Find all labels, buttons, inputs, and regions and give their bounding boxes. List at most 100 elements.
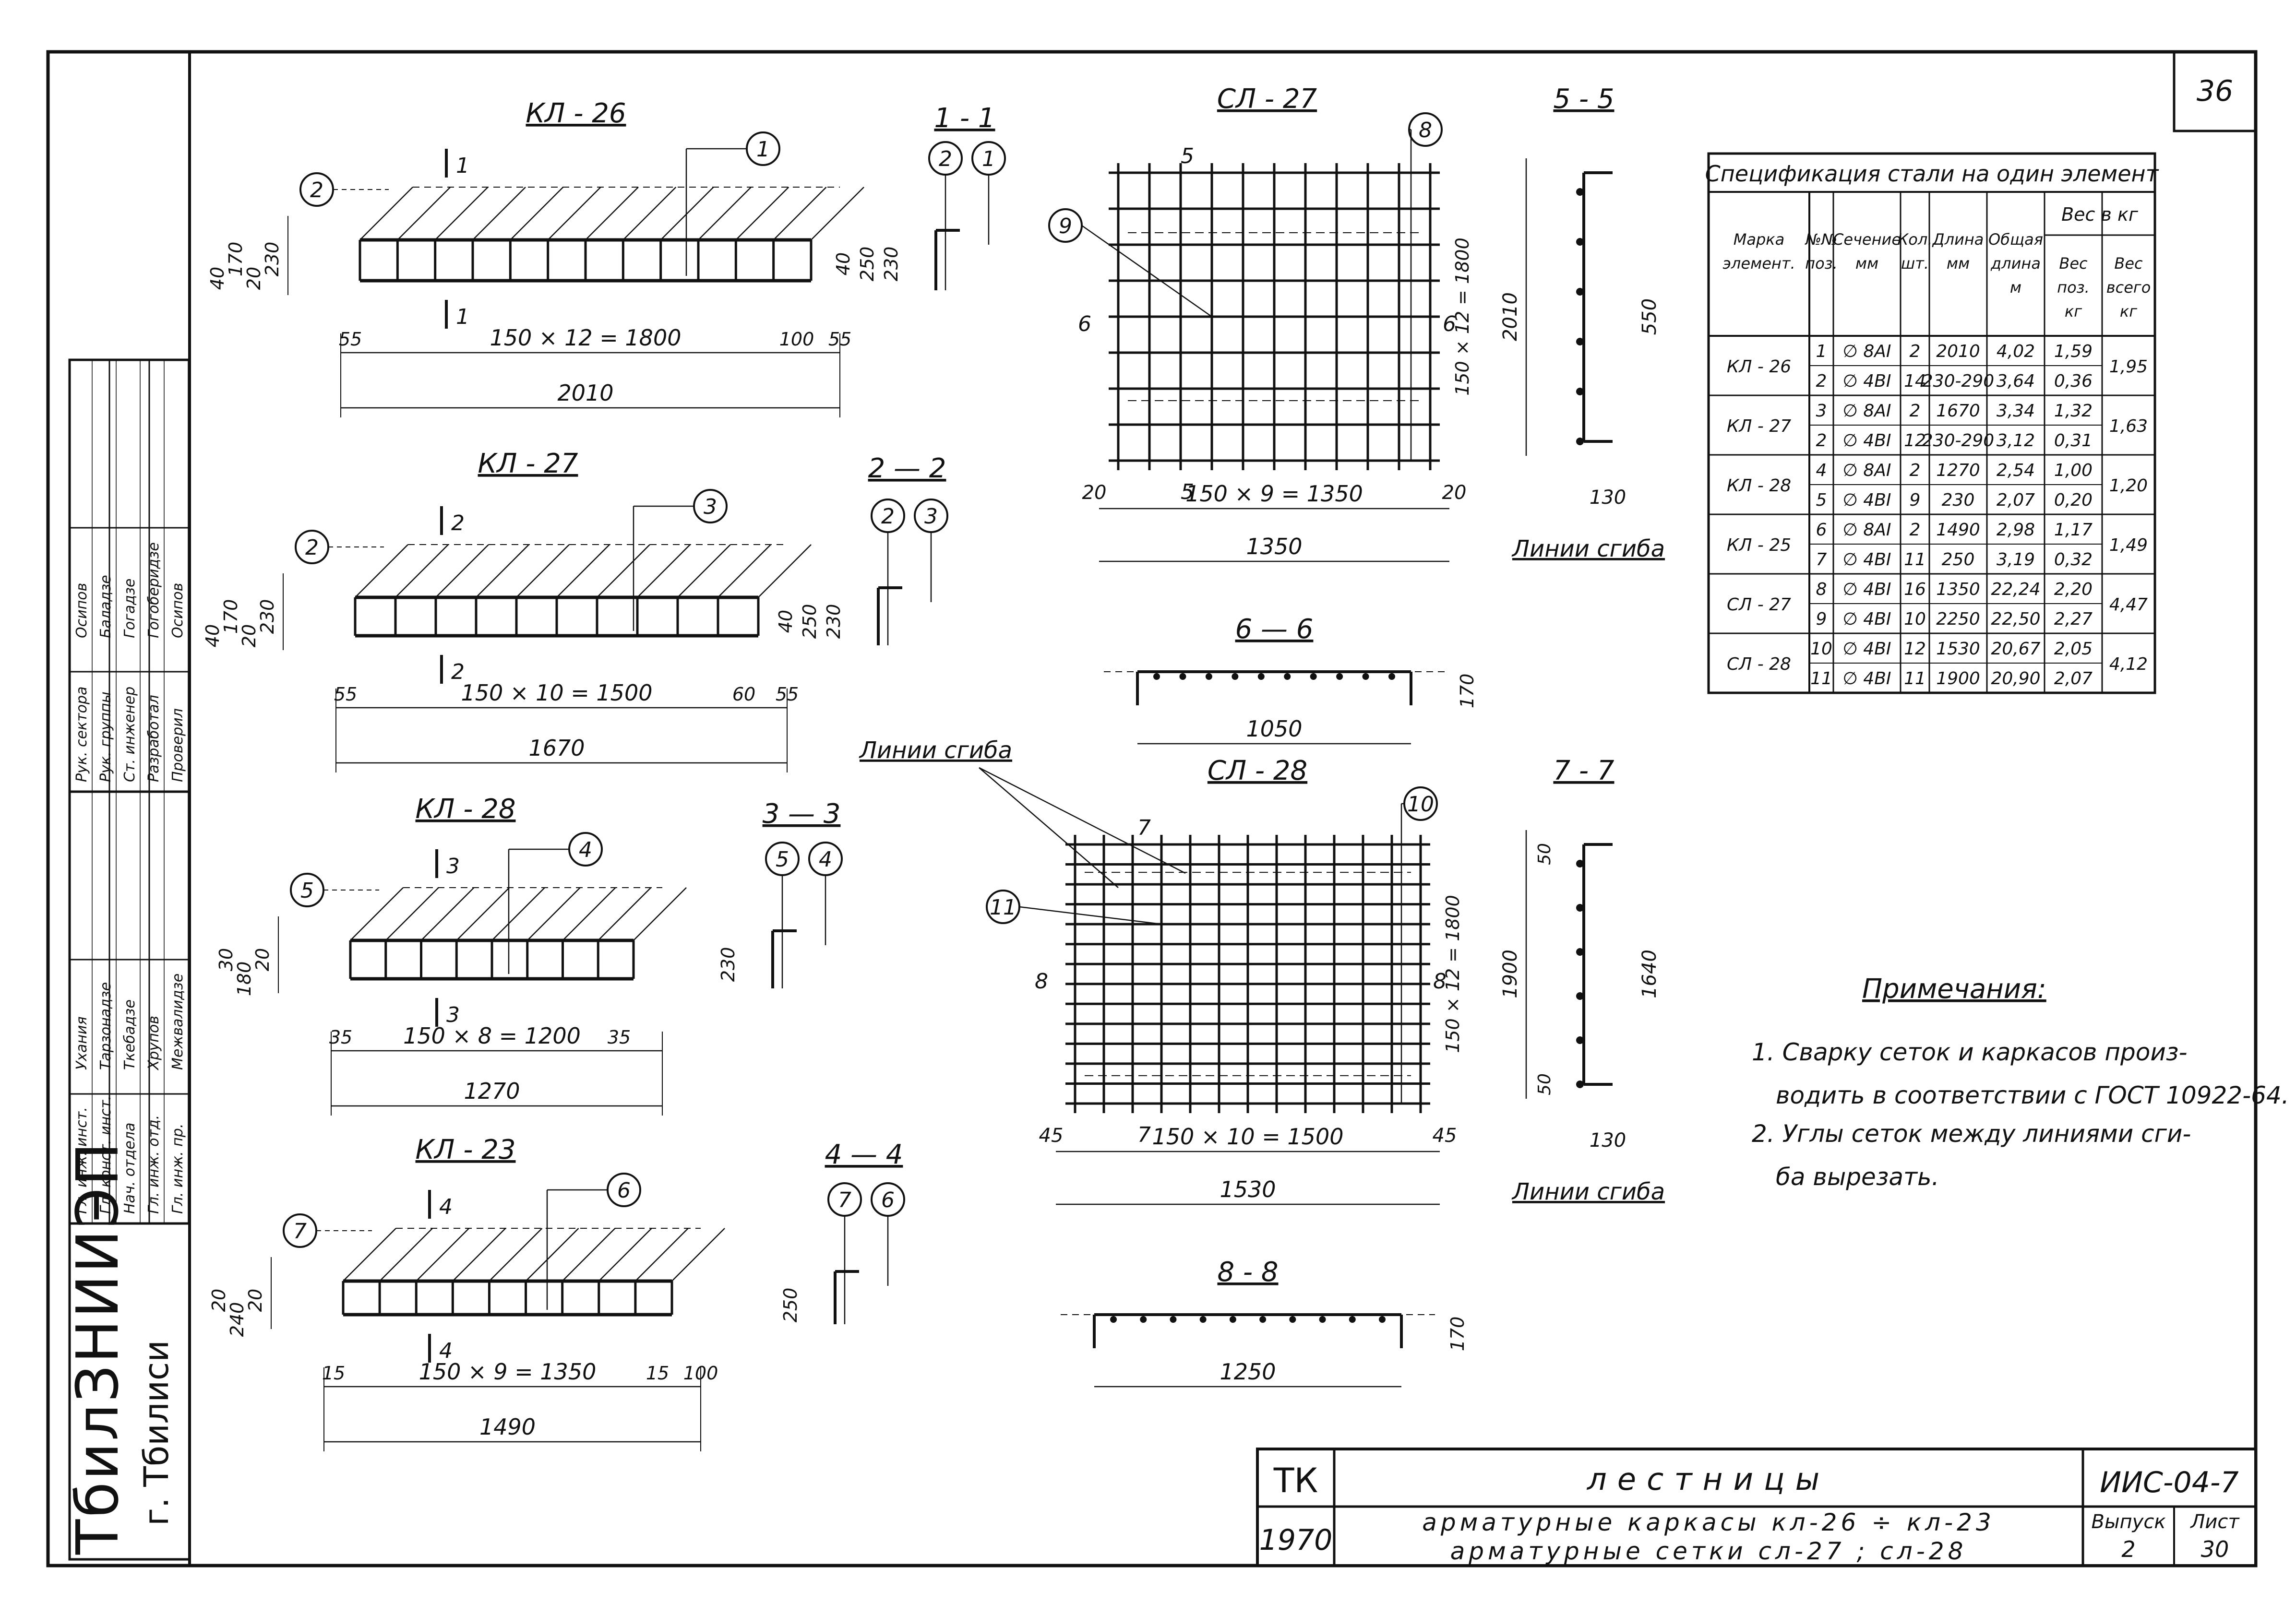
tb-sheet-no: 30 [2201,1536,2229,1562]
spec-cell-qty: 2 [1910,461,1921,480]
spec-header: кг [2120,302,2137,321]
spec-cell-w: 0,20 [2054,490,2093,510]
bar-dot [1576,860,1584,867]
spec-cell-w: 0,32 [2054,550,2093,570]
signature-role: Ст. инженер [121,687,138,782]
bar-dot [1153,673,1160,680]
spec-cell-w: 2,27 [2054,609,2093,629]
frame-dim: 20 [252,948,273,971]
hatch [420,887,475,941]
end-dim: 60 [732,684,755,705]
spec-header-group: Вес в кг [2061,204,2139,225]
spec-cell-qty: 12 [1904,639,1926,659]
spec-header: №№ [1805,230,1838,249]
spec-cell-sect: ∅ 4ВI [1842,609,1891,629]
signature-name: Межвалидзе [169,974,186,1070]
bar-dot [1576,438,1584,445]
spec-cell-element: СЛ - 28 [1727,654,1791,674]
cut-label: 2 [451,511,465,535]
section-dim: 230 [718,947,739,982]
spec-cell-w: 0,31 [2054,431,2093,451]
end-dim: 55 [339,329,362,350]
section-callout-label: 7 [838,1188,851,1212]
spec-cell-sect: ∅ 4ВI [1842,580,1891,599]
hatch [660,187,714,240]
total-dim: 2010 [557,380,613,406]
frame-dim: 20 [208,1289,229,1312]
section-title: 3 — 3 [763,798,841,830]
tb-title: лестницы [1586,1462,1830,1497]
hatch [359,187,413,240]
spec-cell-pos: 9 [1816,609,1827,629]
signature-role: Гл. инж. отд. [145,1115,162,1214]
hatch [677,544,731,598]
spec-cell-pos: 10 [1810,639,1832,659]
hatch [526,887,581,941]
leader [1081,225,1212,318]
spec-header: Общая [1988,230,2043,249]
mesh-callout-label: 9 [1059,214,1072,238]
bend-label: Линии сгиба [1511,535,1665,562]
bar-dot [1576,1036,1584,1044]
bar-dot [1179,673,1186,680]
signature-role: Гл. инж. инст. [73,1107,90,1214]
mesh-spacing-dim: 150 × 10 = 1500 [1152,1124,1344,1150]
signature-name: Ткебадзе [121,999,138,1070]
signature-role: Нач. отдела [121,1123,138,1214]
hatch [637,544,691,598]
hatch [452,1228,506,1282]
spec-header: Вес [2059,254,2088,273]
spec-cell-tot_len: 22,50 [1991,609,2040,629]
section-dim: 250 [780,1288,801,1323]
spec-cell-total: 1,95 [2109,357,2148,377]
bar-dot [1257,673,1265,680]
flat-section-h: 170 [1457,674,1478,709]
spec-header: поз. [1805,254,1838,273]
spec-cell-tot_len: 2,54 [1997,461,2035,480]
hatch [671,1228,725,1282]
bar-callout-label: 3 [704,495,717,519]
section-dim: 250 [799,604,820,639]
section-callout-label: 4 [819,847,832,872]
signature-role: Разработал [145,695,162,782]
signature-role: Рук. группы [97,691,114,782]
bar-dot [1576,238,1584,246]
hatch [350,887,404,941]
spec-cell-qty: 11 [1904,669,1926,689]
hatch [435,544,489,598]
section-title: 4 — 4 [825,1139,903,1170]
spec-cell-len: 1670 [1936,401,1980,421]
spec-header: Кол. [1898,230,1933,249]
section-dim: 230 [881,247,902,282]
spec-header: Длина [1932,230,1984,249]
spec-cell-element: КЛ - 27 [1727,416,1791,436]
frame-title: КЛ - 28 [416,794,516,825]
mesh-section-title: 5 - 5 [1553,83,1614,115]
frame-dim: 170 [220,599,241,634]
bar-dot [1199,1316,1207,1323]
spec-cell-element: КЛ - 25 [1727,535,1791,555]
spec-cell-len: 1900 [1936,669,1980,689]
bar-dot [1576,948,1584,956]
frame-dim: 20 [245,1289,266,1312]
mesh-callout-label: 10 [1407,792,1434,817]
bar-dot [1259,1316,1267,1323]
spec-cell-len: 1350 [1936,580,1980,599]
bar-dot [1576,992,1584,1000]
signature-name: Гогадзе [121,579,138,638]
cut-label: 4 [439,1195,453,1219]
hatch [598,1228,652,1282]
bar-dot [1205,673,1212,680]
tb-issue: 2 [2121,1536,2135,1562]
spec-header: мм [1855,254,1878,273]
spacing-dim: 150 × 9 = 1350 [419,1359,597,1385]
spec-cell-w: 1,17 [2054,520,2093,540]
spec-cell-len: 2250 [1936,609,1980,629]
end-dim: 15 [322,1363,345,1384]
hatch [562,1228,616,1282]
hatch [456,887,510,941]
tb-year: 1970 [1259,1523,1333,1557]
section-vtotal: 1900 [1499,950,1521,998]
frame-dim: 20 [243,267,264,290]
spec-cell-sect: ∅ 4ВI [1842,550,1891,570]
